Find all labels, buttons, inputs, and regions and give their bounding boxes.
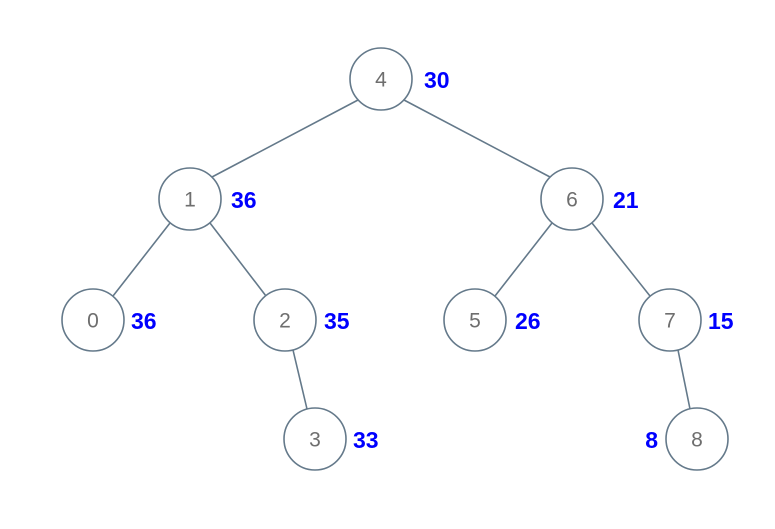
tree-node-8[interactable]: 88 bbox=[645, 407, 729, 471]
node-label-2: 2 bbox=[279, 310, 291, 333]
node-label-1: 1 bbox=[184, 189, 196, 212]
node-weight-6: 21 bbox=[613, 187, 639, 213]
node-label-3: 3 bbox=[309, 429, 321, 452]
node-circle-1[interactable] bbox=[158, 167, 222, 231]
node-circle-5[interactable] bbox=[443, 288, 507, 352]
node-label-5: 5 bbox=[469, 310, 481, 333]
node-label-0: 0 bbox=[87, 310, 99, 333]
node-circle-4[interactable] bbox=[349, 47, 413, 111]
tree-node-0[interactable]: 0 36 bbox=[61, 288, 157, 352]
tree-edge-4-6 bbox=[403, 99, 551, 178]
tree-node-5[interactable]: 5 26 bbox=[443, 288, 541, 352]
node-label-6: 6 bbox=[566, 189, 578, 212]
node-circle-2[interactable] bbox=[253, 288, 317, 352]
tree-node-4[interactable]: 4 30 bbox=[349, 47, 450, 111]
tree-node-1[interactable]: 1 36 bbox=[158, 167, 257, 231]
node-circle-3[interactable] bbox=[283, 407, 347, 471]
node-circle-0[interactable] bbox=[61, 288, 125, 352]
node-label-4: 4 bbox=[375, 69, 387, 92]
node-weight-2: 35 bbox=[324, 308, 350, 334]
tree-edge-4-1 bbox=[211, 99, 359, 178]
tree-edges-group bbox=[112, 99, 691, 410]
node-weight-5: 26 bbox=[515, 308, 541, 334]
tree-node-6[interactable]: 6 21 bbox=[540, 167, 639, 231]
node-weight-1: 36 bbox=[231, 187, 257, 213]
node-label-8: 8 bbox=[691, 429, 703, 452]
tree-edge-6-7 bbox=[591, 222, 651, 297]
tree-edge-2-3 bbox=[292, 349, 308, 410]
node-label-7: 7 bbox=[664, 310, 676, 333]
node-weight-7: 15 bbox=[708, 308, 734, 334]
node-circle-7[interactable] bbox=[638, 288, 702, 352]
node-weight-0: 36 bbox=[131, 308, 157, 334]
node-circle-8[interactable] bbox=[665, 407, 729, 471]
node-weight-8: 8 bbox=[645, 427, 658, 453]
node-weight-4: 30 bbox=[424, 67, 450, 93]
tree-node-2[interactable]: 2 35 bbox=[253, 288, 350, 352]
node-weight-3: 33 bbox=[353, 427, 379, 453]
tree-edge-6-5 bbox=[494, 222, 553, 297]
node-circle-6[interactable] bbox=[540, 167, 604, 231]
tree-edge-7-8 bbox=[677, 349, 691, 410]
tree-node-7[interactable]: 7 15 bbox=[638, 288, 734, 352]
tree-edge-1-0 bbox=[112, 222, 171, 297]
tree-edge-1-2 bbox=[209, 222, 267, 297]
